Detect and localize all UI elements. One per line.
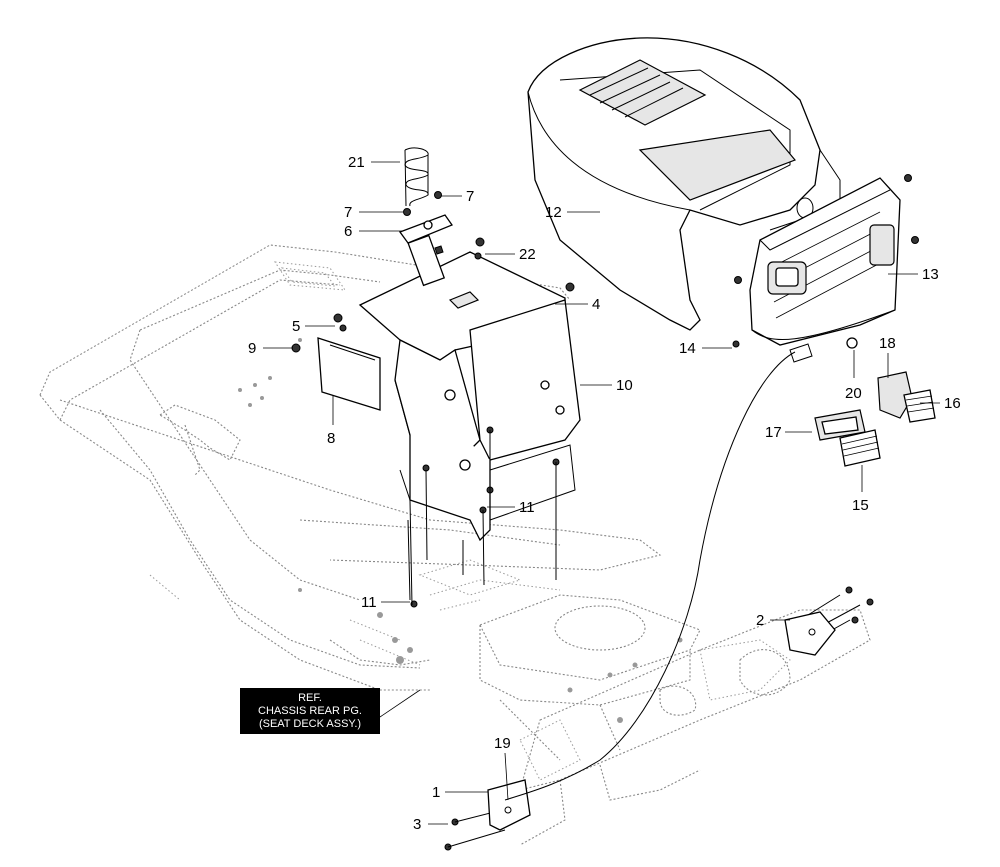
callout-12: 12 xyxy=(545,204,562,221)
callout-20: 20 xyxy=(845,385,862,402)
callout-5: 5 xyxy=(292,318,300,335)
callout-7-left: 7 xyxy=(344,204,352,221)
callout-13: 13 xyxy=(922,266,939,283)
brackets xyxy=(487,611,836,831)
headlight-parts xyxy=(814,371,936,467)
callout-14: 14 xyxy=(679,340,696,357)
steering-spring xyxy=(404,147,429,207)
callout-11-upper: 11 xyxy=(519,499,535,516)
chassis-frame xyxy=(429,579,871,846)
leader-lines xyxy=(263,161,940,825)
callout-3: 3 xyxy=(413,816,421,833)
callout-18: 18 xyxy=(879,335,896,352)
reference-box: REF. CHASSIS REAR PG. (SEAT DECK ASSY.) xyxy=(240,688,421,734)
callout-21: 21 xyxy=(348,154,365,171)
dash-tower xyxy=(317,147,581,542)
hood xyxy=(527,37,841,331)
callout-16: 16 xyxy=(944,395,961,412)
callout-15: 15 xyxy=(852,497,869,514)
ref-line-3: (SEAT DECK ASSY.) xyxy=(259,718,361,730)
callout-19: 19 xyxy=(494,735,511,752)
cable xyxy=(504,351,796,801)
callout-1: 1 xyxy=(432,784,440,801)
callout-4: 4 xyxy=(592,296,600,313)
fasteners xyxy=(291,174,919,851)
grille xyxy=(749,177,901,346)
callout-2: 2 xyxy=(756,612,764,629)
callout-10: 10 xyxy=(616,377,633,394)
callout-labels: 21 7 7 6 22 4 5 9 8 10 11 11 12 13 14 20… xyxy=(248,154,961,833)
ref-line-2: CHASSIS REAR PG. xyxy=(258,705,362,717)
callout-11-lower: 11 xyxy=(361,594,377,611)
callout-17: 17 xyxy=(765,424,782,441)
ref-line-1: REF. xyxy=(298,692,322,704)
callout-7-right: 7 xyxy=(466,188,474,205)
callout-8: 8 xyxy=(327,430,335,447)
callout-22: 22 xyxy=(519,246,536,263)
callout-6: 6 xyxy=(344,223,352,240)
callout-9: 9 xyxy=(248,340,256,357)
